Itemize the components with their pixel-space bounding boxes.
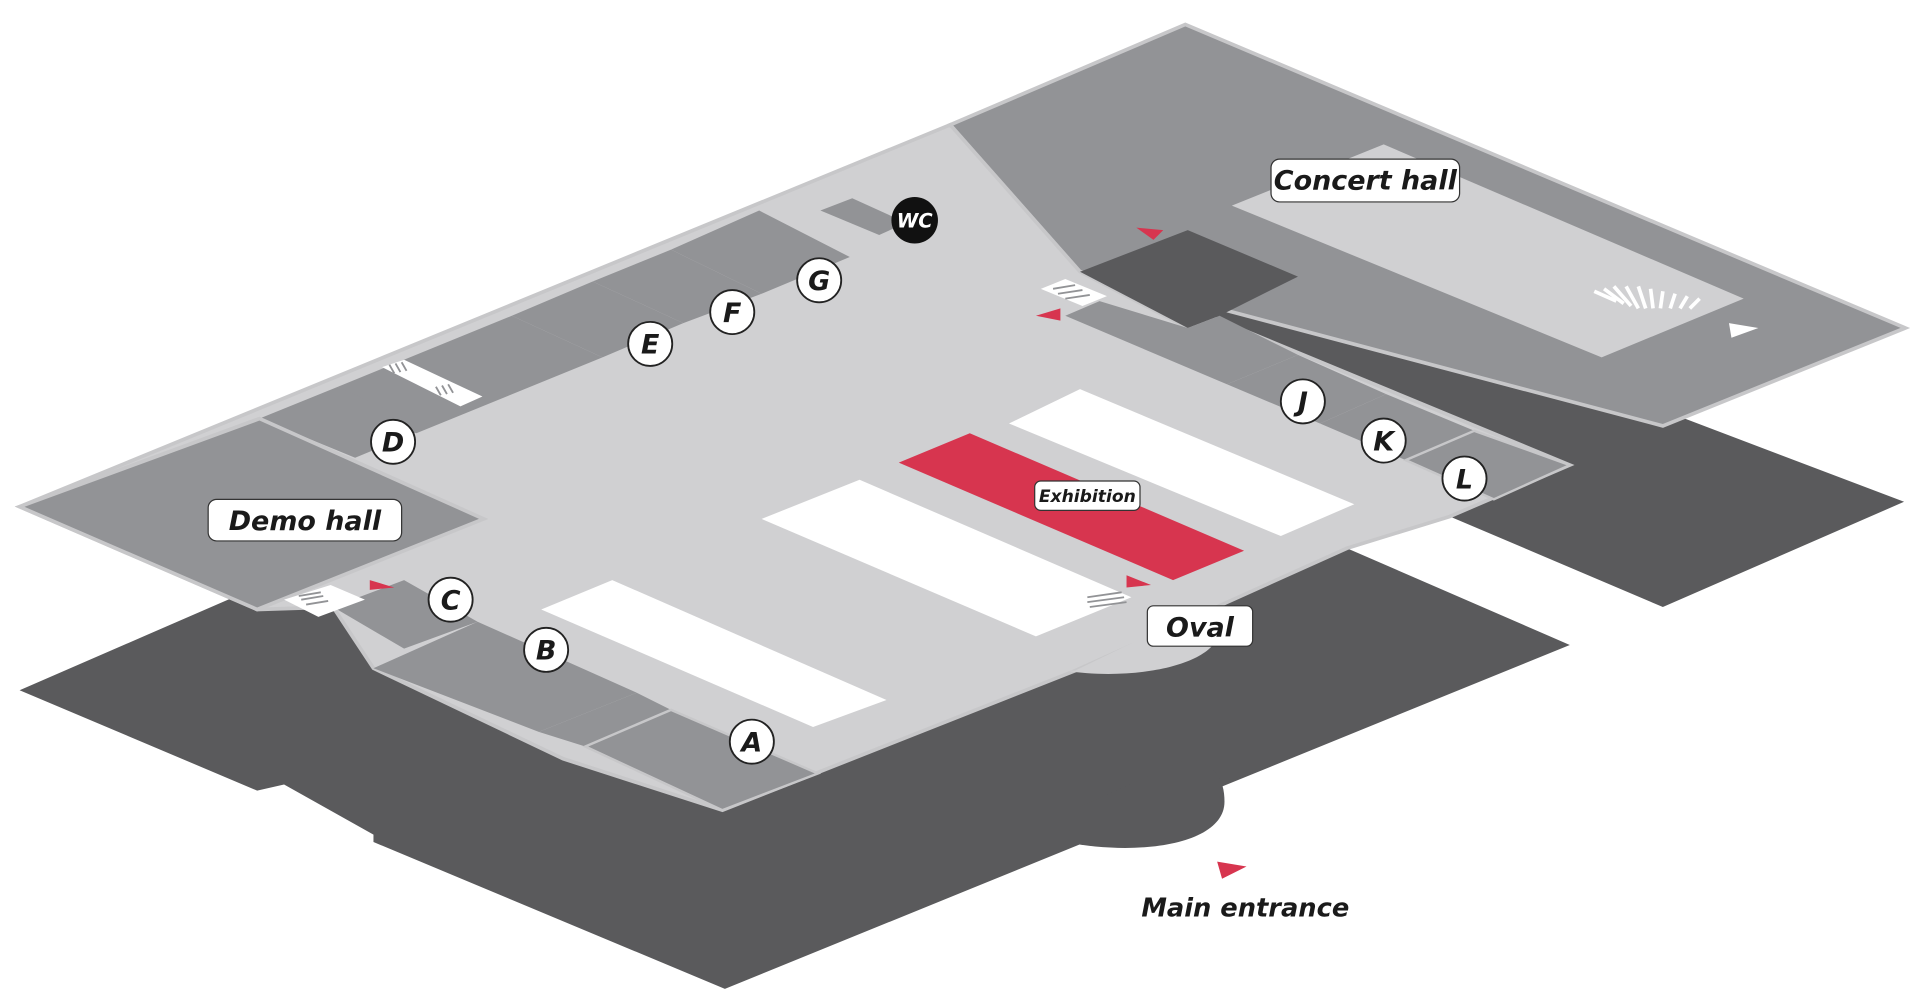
room-marker-a[interactable]: A [728, 718, 775, 765]
demo-hall-label-text: Demo hall [229, 506, 382, 537]
demo-hall-label[interactable]: Demo hall [207, 498, 403, 542]
main-entrance-label: Main entrance [1141, 894, 1349, 924]
stairs-icon [382, 359, 483, 407]
room-label: C [441, 585, 461, 616]
concert-hall-label[interactable]: Concert hall [1270, 158, 1461, 203]
stage-seating-icon [1593, 285, 1701, 310]
wc-marker[interactable]: WC [891, 197, 938, 244]
exhibition-label[interactable]: Exhibition [1034, 480, 1141, 511]
room-marker-k[interactable]: K [1360, 417, 1407, 464]
room-ab-mid[interactable] [538, 692, 672, 747]
stand-right[interactable] [1008, 389, 1355, 537]
room-label: G [808, 266, 830, 297]
room-marker-c[interactable]: C [427, 576, 474, 623]
room-marker-b[interactable]: B [523, 626, 570, 673]
room-jkl-block [1080, 230, 1298, 328]
room-a[interactable] [582, 708, 822, 812]
room-label: L [1456, 464, 1473, 495]
entrance-arrow-icon [369, 580, 395, 590]
stairs-icon [1087, 591, 1127, 608]
concert-hall-label-text: Concert hall [1274, 166, 1458, 197]
entrance-arrow-icon [1728, 323, 1759, 338]
entrance-arrow-icon [1126, 575, 1152, 588]
stairs-icon [284, 584, 365, 617]
entrance-arrow-icon [1035, 308, 1061, 321]
room-marker-d[interactable]: D [370, 418, 417, 465]
room-marker-g[interactable]: G [796, 257, 843, 304]
stand-left[interactable] [541, 580, 887, 727]
exhibition-label-text: Exhibition [1039, 487, 1136, 507]
stairs-icon [1040, 279, 1107, 306]
room-marker-j[interactable]: J [1279, 378, 1326, 425]
room-b[interactable] [373, 621, 637, 732]
stand-center[interactable] [761, 479, 1132, 637]
entrance-arrow-icon [1136, 227, 1164, 240]
room-label: E [641, 330, 660, 361]
room-marker-l[interactable]: L [1441, 455, 1488, 502]
room-label: B [536, 636, 557, 667]
ground-floor-oval [1065, 758, 1225, 848]
room-marker-e[interactable]: E [627, 320, 674, 367]
room-label: A [739, 727, 762, 758]
oval-label-text: Oval [1166, 612, 1235, 643]
main-entrance-icon [1217, 861, 1247, 879]
wc-label: WC [897, 210, 934, 233]
room-jkl-corridor[interactable] [1065, 301, 1298, 385]
room-label: F [723, 298, 742, 329]
oval-label[interactable]: Oval [1146, 605, 1254, 647]
room-c[interactable] [333, 580, 478, 649]
room-marker-f[interactable]: F [709, 289, 756, 336]
room-stairs-block[interactable] [337, 315, 603, 434]
wc-room [820, 198, 907, 235]
room-label: K [1373, 426, 1396, 457]
room-label: D [382, 428, 404, 459]
